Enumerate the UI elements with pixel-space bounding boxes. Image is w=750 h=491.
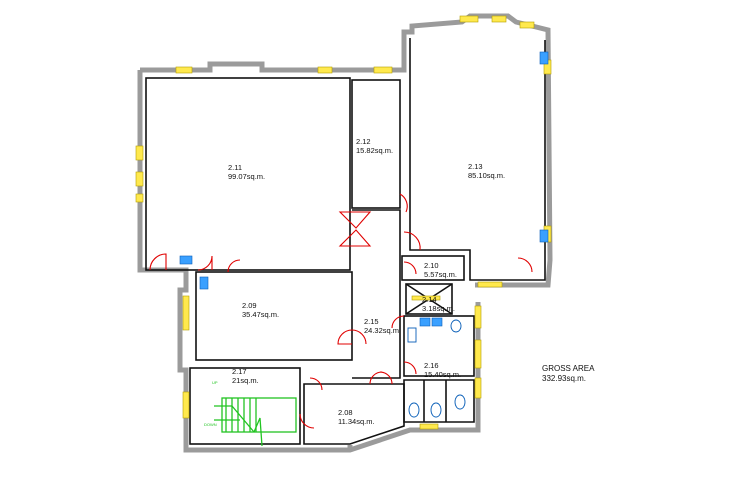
- room-id: 2.11: [228, 163, 243, 172]
- room-label-2-15: 2.15 24.32sq.m.: [364, 317, 401, 335]
- room-area: 15.82sq.m.: [356, 146, 394, 155]
- room-id: 2.15: [364, 317, 379, 326]
- room-area: 99.07sq.m.: [228, 172, 266, 181]
- room-label-2-12: 2.12 15.82sq.m.: [356, 137, 393, 155]
- room-area: 85.10sq.m.: [468, 171, 506, 180]
- room-label-2-11: 2.11 99.07sq.m.: [228, 163, 265, 181]
- gross-area: GROSS AREA 332.93sq.m.: [542, 364, 594, 384]
- gross-area-label: GROSS AREA: [542, 364, 595, 373]
- room-id: 2.10: [424, 261, 439, 270]
- room-area: 24.32sq.m.: [364, 326, 402, 335]
- room-area: 3.18sq.m.: [422, 304, 455, 313]
- room-label-2-08: 2.08 11.34sq.m.: [338, 408, 375, 426]
- room-area: 11.34sq.m.: [338, 417, 375, 426]
- sanitary-fittings: [407, 319, 466, 418]
- room-id: 2.16: [424, 361, 439, 370]
- room-id: 2.09: [242, 301, 257, 310]
- room-label-2-09: 2.09 35.47sq.m.: [242, 301, 279, 319]
- room-label-2-13: 2.13 85.10sq.m.: [468, 162, 505, 180]
- fixtures: [179, 51, 549, 327]
- gross-area-value: 332.93sq.m.: [542, 374, 587, 383]
- room-area: 15.40sq.m.: [424, 370, 462, 379]
- room-label-2-16: 2.16 15.40sq.m.: [424, 361, 461, 379]
- exterior-walls: [137, 13, 553, 453]
- stair-up-label: UP: [212, 380, 218, 385]
- interior-walls: [145, 38, 546, 445]
- stair-down-label: DOWN: [204, 422, 217, 427]
- room-id: 2.12: [356, 137, 371, 146]
- room-id: 2.14: [422, 295, 437, 304]
- stair-labels: UP DOWN: [204, 380, 218, 427]
- room-label-2-17: 2.17 21sq.m.: [232, 367, 259, 385]
- room-area: 21sq.m.: [232, 376, 259, 385]
- doors: [149, 193, 533, 429]
- room-label-2-14: 2.14 3.18sq.m.: [422, 295, 455, 313]
- staircase: [214, 397, 297, 447]
- room-area: 35.47sq.m.: [242, 310, 280, 319]
- room-id: 2.17: [232, 367, 247, 376]
- room-id: 2.13: [468, 162, 483, 171]
- room-label-2-10: 2.10 5.57sq.m.: [424, 261, 457, 279]
- room-area: 5.57sq.m.: [424, 270, 457, 279]
- room-id: 2.08: [338, 408, 353, 417]
